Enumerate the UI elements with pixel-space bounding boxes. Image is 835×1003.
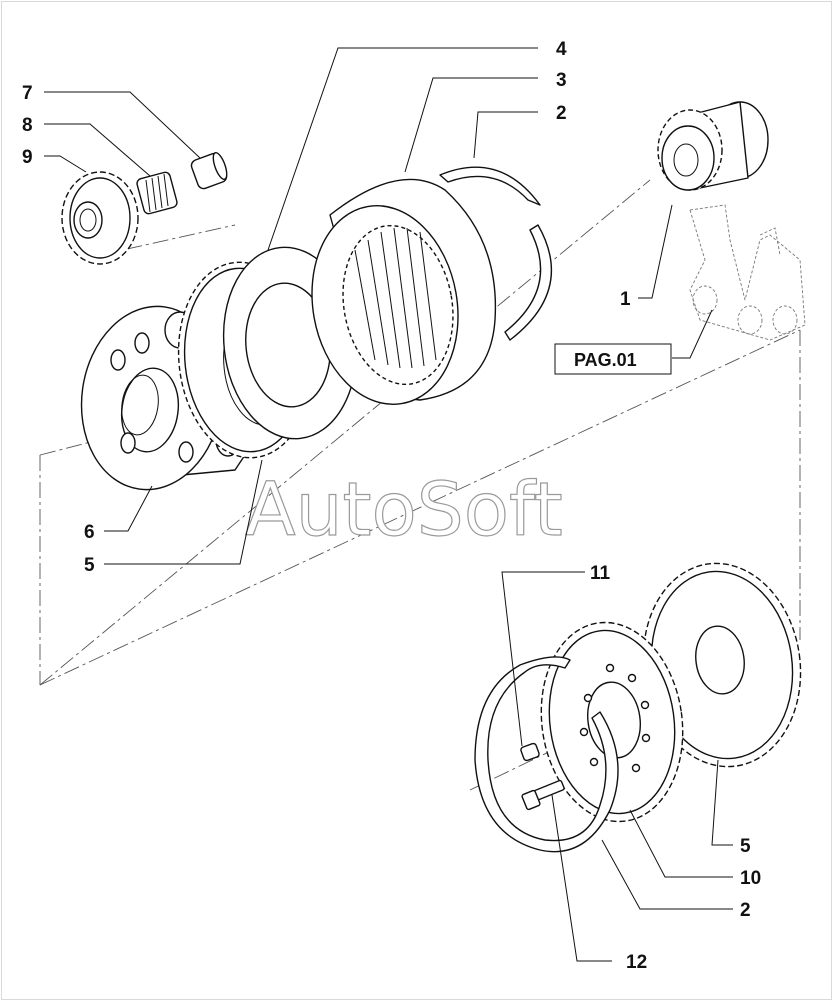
callout-12: 12 [626, 952, 647, 973]
page-reference-label[interactable]: PAG.01 [574, 350, 637, 370]
reference-bracket-ghost [689, 204, 806, 341]
part-9-pinion [61, 171, 139, 265]
part-11-pin [520, 742, 540, 762]
callout-6: 6 [84, 522, 95, 543]
callout-5-lower: 5 [740, 836, 751, 857]
part-2-lower-snap-ring [474, 656, 619, 853]
part-7-pin [190, 152, 228, 190]
callout-2-upper: 2 [556, 103, 567, 124]
part-5-lower-gear [642, 562, 802, 768]
watermark: AutoSoft [245, 467, 563, 553]
callout-2-lower: 2 [740, 900, 751, 921]
callout-5-upper: 5 [84, 555, 95, 576]
callout-7: 7 [22, 83, 33, 104]
callout-11: 11 [590, 563, 611, 584]
callout-labels: 4 3 2 7 8 9 1 6 5 11 5 10 2 12 [22, 39, 761, 973]
part-10-gear [540, 621, 684, 823]
callout-8: 8 [22, 115, 33, 136]
callout-9: 9 [22, 147, 33, 168]
part-2-upper-snap-ring [439, 166, 553, 341]
callout-4: 4 [556, 39, 567, 60]
callout-10: 10 [740, 868, 761, 889]
callout-1: 1 [620, 289, 631, 310]
part-12-bolt [521, 779, 565, 811]
part-1-shaft [657, 101, 769, 191]
page-reference-box[interactable]: PAG.01 [554, 343, 672, 375]
part-8-needle-bearing [136, 171, 178, 215]
part-3-ring-gear [311, 178, 497, 405]
callout-3: 3 [556, 70, 567, 91]
leader-lines [44, 47, 733, 962]
